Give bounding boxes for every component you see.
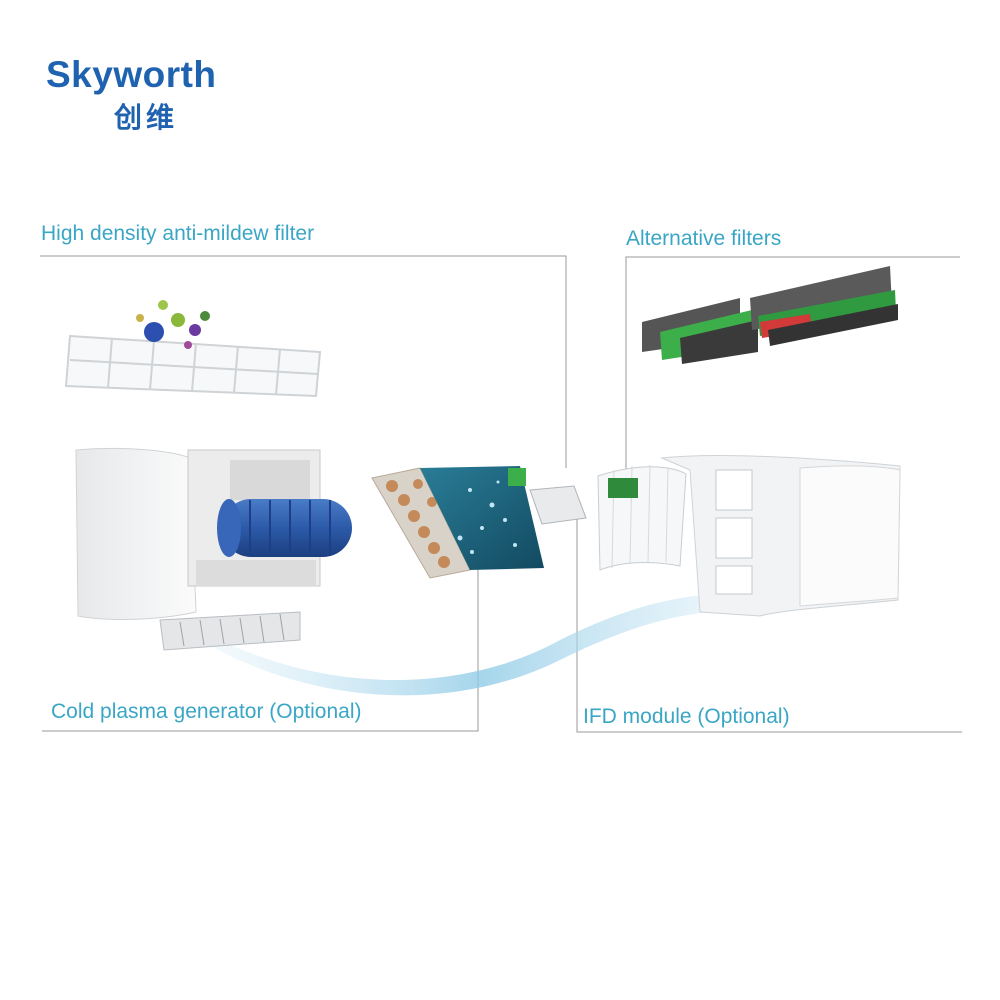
mildew-particles-icon: [136, 300, 210, 349]
leader-line-plasma: [42, 560, 479, 732]
anti-mildew-filter-illustration: [64, 334, 322, 398]
indoor-unit-right: [660, 455, 901, 617]
cold-plasma-generator-illustration: [159, 611, 301, 651]
label-anti-mildew-filter: High density anti-mildew filter: [41, 222, 315, 245]
crossflow-fan-icon: [217, 499, 352, 557]
leader-line-mildew-filter: [40, 255, 567, 468]
front-filter-frame: [597, 464, 687, 571]
leader-line-ifd: [576, 518, 962, 733]
brand-name-cn: 创维: [114, 101, 179, 134]
label-alternative-filters: Alternative filters: [626, 227, 782, 250]
ifd-module-illustration: [529, 485, 587, 525]
airflow-stream: [200, 593, 760, 696]
brand-name: Skyworth: [46, 54, 217, 95]
brand-logo: Skyworth 创维: [46, 54, 217, 132]
leader-lines: [40, 255, 962, 733]
evaporator-coil-illustration: [371, 466, 544, 579]
label-ifd-module: IFD module (Optional): [583, 705, 790, 728]
label-cold-plasma-generator: Cold plasma generator (Optional): [51, 700, 362, 723]
leader-line-alt-filters: [625, 256, 960, 498]
alternative-filters-illustration: [642, 266, 898, 364]
